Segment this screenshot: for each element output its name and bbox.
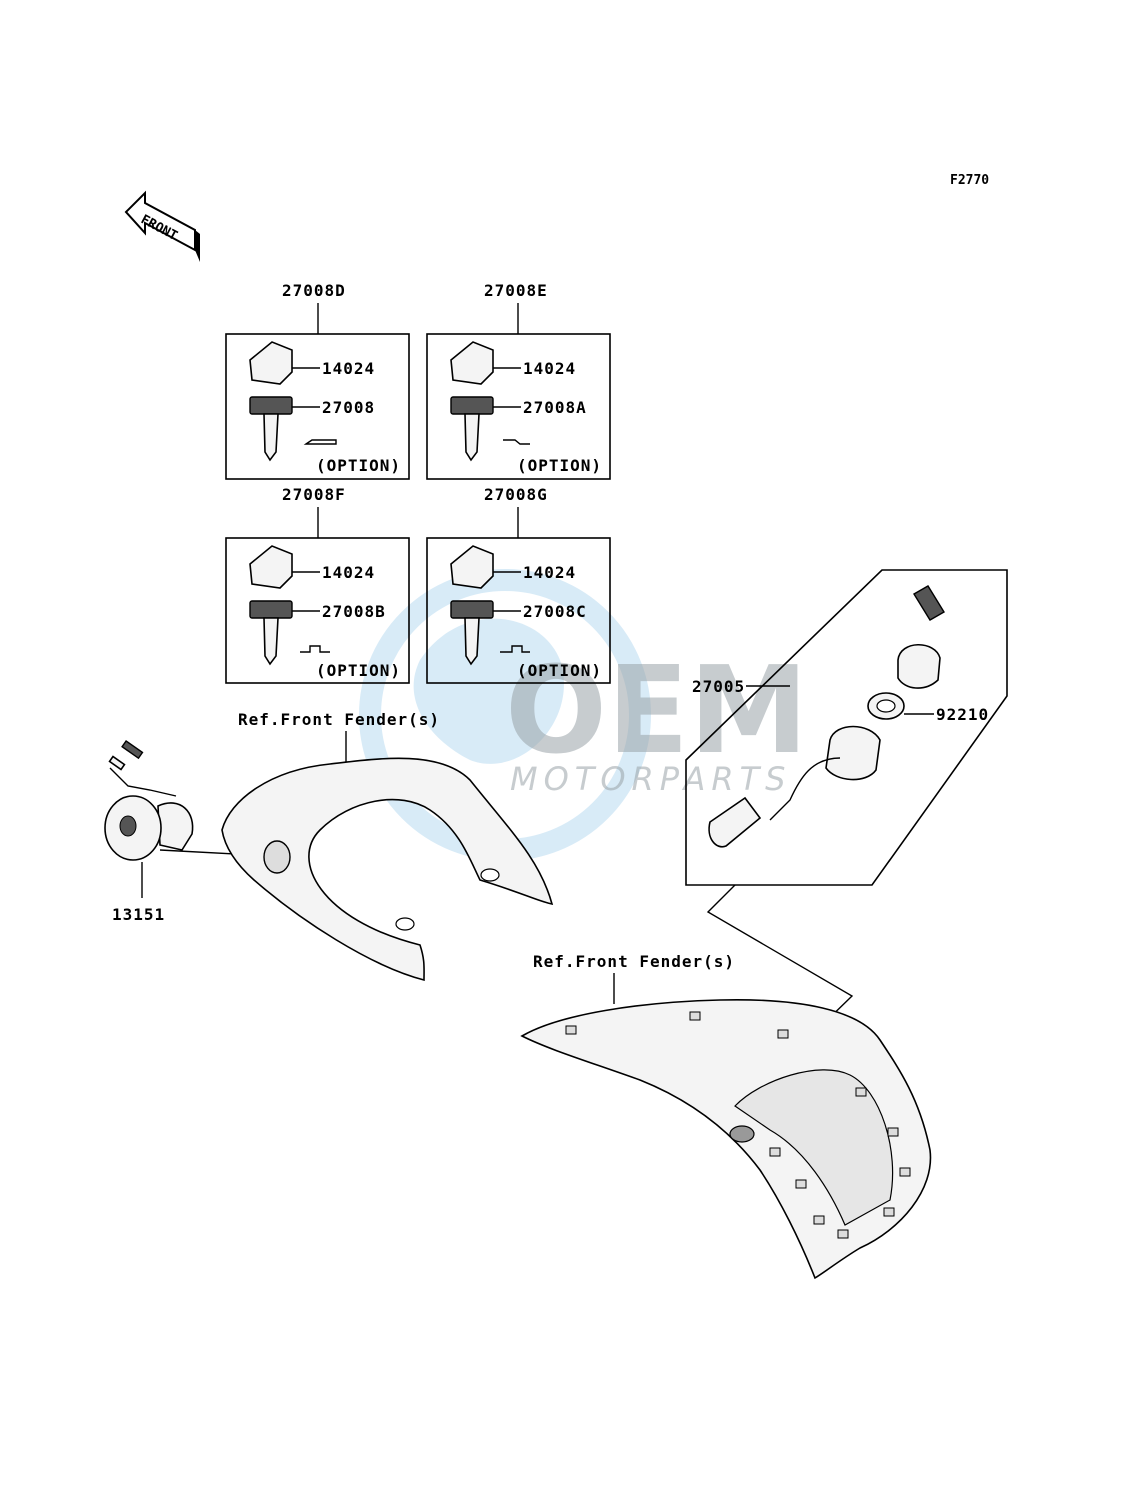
figure-code: F2770 (950, 173, 989, 188)
key-set-27008D: 27008D 14024 27008 (OPTION) (225, 281, 410, 480)
key-head-icon (249, 600, 293, 619)
key-knob-icon (249, 341, 293, 385)
key-knob-icon (450, 545, 494, 589)
ref-label-upper: Ref.Front Fender(s) (238, 710, 440, 729)
key-blade-icon (263, 413, 279, 462)
option-note: (OPTION) (316, 661, 401, 680)
key-part: 27008A (523, 398, 587, 417)
key-set-number: 27008E (484, 281, 548, 300)
knob-part: 14024 (322, 359, 375, 378)
key-blade-icon (263, 617, 279, 666)
key-head-icon (450, 600, 494, 619)
option-note: (OPTION) (517, 456, 602, 475)
key-blade-icon (464, 617, 480, 666)
knob-part: 14024 (523, 563, 576, 582)
key-blade-icon (464, 413, 480, 462)
lock-cylinder-part-number: 13151 (112, 905, 165, 924)
key-set-number: 27008D (282, 281, 346, 300)
ignition-part-number: 27005 (692, 677, 745, 696)
key-knob-icon (249, 545, 293, 589)
ref-label-lower: Ref.Front Fender(s) (533, 952, 735, 971)
wire-connector-icon (708, 796, 762, 848)
key-part: 27008B (322, 602, 386, 621)
knob-part: 14024 (523, 359, 576, 378)
key-head-icon (450, 396, 494, 415)
front-fender-lower: Ref.Front Fender(s) (520, 952, 932, 1280)
option-note: (OPTION) (517, 661, 602, 680)
key-set-27008E: 27008E 14024 27008A (OPTION) (426, 281, 611, 480)
key-part: 27008C (523, 602, 587, 621)
key-set-27008G: 27008G 14024 27008C (OPTION) (426, 485, 611, 684)
key-set-27008F: 27008F 14024 27008B (OPTION) (225, 485, 410, 684)
watermark-subtitle: MOTORPARTS (510, 760, 791, 798)
lock-cylinder: 13151 (104, 740, 273, 924)
key-part: 27008 (322, 398, 375, 417)
watermark-brand: OEM (505, 642, 808, 781)
nut-part-number: 92210 (936, 705, 989, 724)
key-knob-icon (450, 341, 494, 385)
option-note: (OPTION) (316, 456, 401, 475)
front-arrow-icon: FRONT (124, 190, 200, 262)
knob-part: 14024 (322, 563, 375, 582)
key-head-icon (249, 396, 293, 415)
ignition-key-icon (913, 585, 945, 621)
ignition-switch-body (825, 725, 881, 781)
ignition-assembly: 27005 92210 (685, 569, 1008, 886)
key-set-number: 27008F (282, 485, 346, 504)
key-set-number: 27008G (484, 485, 548, 504)
front-fender-upper: Ref.Front Fender(s) (221, 710, 554, 982)
ignition-cap-icon (897, 644, 941, 689)
